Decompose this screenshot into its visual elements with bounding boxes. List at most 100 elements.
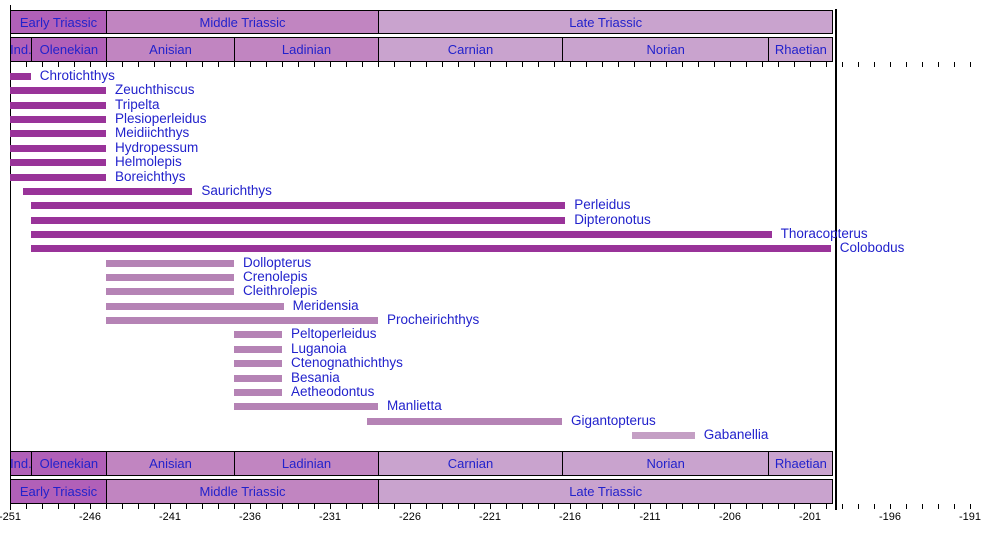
stage-label[interactable]: Olenekian [39,456,99,471]
scale-tick [842,62,843,67]
range-bar-helmolepis [10,159,106,167]
scale-tick [698,504,699,509]
scale-tick [762,504,763,509]
bottom-stage-cell-anisian: Anisian [106,451,235,476]
taxon-label-gabanellia[interactable]: Gabanellia [703,427,769,442]
taxon-label-saurichthys[interactable]: Saurichthys [201,182,272,198]
scale-tick [394,62,395,67]
scale-tick [554,62,555,67]
scale-tick [362,504,363,509]
stage-label[interactable]: Carnian [447,456,494,471]
bottom-stage-cell-ladinian: Ladinian [234,451,379,476]
scale-tick [330,504,331,509]
scale-tick [490,504,491,509]
scale-tick [266,504,267,509]
taxon-label-plesioperleidus[interactable]: Plesioperleidus [115,111,207,127]
axis-tick-label: -236 [238,511,262,523]
stage-label[interactable]: Rhaetian [774,42,827,57]
scale-tick [570,504,571,509]
taxon-label-gigantopterus[interactable]: Gigantopterus [571,412,656,428]
scale-tick [442,504,443,509]
scale-tick [282,62,283,67]
scale-tick [202,62,203,67]
epoch-label[interactable]: Early Triassic [19,14,98,30]
taxon-label-meridensia[interactable]: Meridensia [292,297,359,313]
taxon-label-manlietta[interactable]: Manlietta [387,398,442,414]
stage-label[interactable]: Ind. [10,42,32,57]
scale-tick [42,62,43,67]
bottom-stage-cell-ind: Ind. [10,451,32,476]
scale-tick [810,62,811,67]
taxon-label-ctenognathichthys[interactable]: Ctenognathichthys [291,355,403,371]
axis-tick-label: -221 [478,511,502,523]
scale-tick [186,62,187,67]
scale-tick [250,504,251,509]
taxon-label-aetheodontus[interactable]: Aetheodontus [291,383,375,399]
top-stage-cell-olenekian: Olenekian [30,37,107,62]
taxon-label-zeuchthiscus[interactable]: Zeuchthiscus [115,82,195,98]
scale-tick [170,62,171,67]
scale-tick [634,504,635,509]
bottom-stage-cell-rhaetian: Rhaetian [768,451,834,476]
axis-tick-label: -206 [718,511,742,523]
scale-tick [346,62,347,67]
taxon-label-peltoperleidus[interactable]: Peltoperleidus [291,326,377,342]
axis-tick-label: -246 [78,511,102,523]
stage-label[interactable]: Norian [646,456,685,471]
taxon-label-crenolepis[interactable]: Crenolepis [243,269,308,285]
scale-tick [586,504,587,509]
epoch-label[interactable]: Late Triassic [569,14,643,30]
scale-tick [394,504,395,509]
epoch-label[interactable]: Middle Triassic [199,14,286,30]
taxon-label-besania[interactable]: Besania [291,369,340,385]
epoch-label[interactable]: Middle Triassic [199,484,286,499]
taxon-label-dipteronotus[interactable]: Dipteronotus [574,211,651,227]
taxon-label-meidiichthys[interactable]: Meidiichthys [115,125,190,141]
taxon-label-chrotichthys[interactable]: Chrotichthys [39,68,115,83]
stage-label[interactable]: Anisian [149,456,192,471]
scale-tick [634,62,635,67]
scale-tick [538,62,539,67]
range-bar-plesioperleidus [10,116,106,124]
taxon-label-procheirichthys[interactable]: Procheirichthys [387,312,480,328]
range-bar-zeuchthiscus [10,87,106,95]
taxon-label-dollopterus[interactable]: Dollopterus [243,254,312,270]
scale-tick [746,62,747,67]
scale-tick [842,504,843,509]
scale-tick [794,62,795,67]
scale-tick [778,62,779,67]
taxon-label-helmolepis[interactable]: Helmolepis [115,154,182,170]
taxon-label-perleidus[interactable]: Perleidus [574,197,631,213]
axis-tick-label: -231 [318,511,342,523]
scale-tick [122,62,123,67]
range-bar-gigantopterus [366,417,562,425]
scale-tick [762,62,763,67]
scale-tick [858,62,859,67]
scale-tick [506,62,507,67]
stage-label[interactable]: Ladinian [281,42,332,57]
stage-label[interactable]: Rhaetian [774,456,827,471]
stage-label[interactable]: Norian [646,42,685,57]
scale-tick [938,62,939,67]
stage-label[interactable]: Ladinian [281,456,332,471]
scale-tick [74,504,75,509]
taxon-label-colobodus[interactable]: Colobodus [839,240,905,256]
scale-tick [618,504,619,509]
taxon-label-hydropessum[interactable]: Hydropessum [115,139,199,155]
scale-tick [410,504,411,509]
taxon-label-boreichthys[interactable]: Boreichthys [115,168,186,184]
taxon-label-luganoia[interactable]: Luganoia [291,340,347,356]
stage-label[interactable]: Anisian [149,42,192,57]
stage-label[interactable]: Carnian [447,42,494,57]
taxon-label-tripelta[interactable]: Tripelta [115,96,160,112]
taxon-label-cleithrolepis[interactable]: Cleithrolepis [243,283,318,299]
epoch-label[interactable]: Late Triassic [569,484,643,499]
scale-tick [234,504,235,509]
taxon-label-thoracopterus[interactable]: Thoracopterus [780,225,868,241]
stage-label[interactable]: Olenekian [39,42,99,57]
scale-tick [714,62,715,67]
stage-label[interactable]: Ind. [10,456,32,471]
epoch-label[interactable]: Early Triassic [19,484,98,499]
scale-tick [266,62,267,67]
scale-tick [138,504,139,509]
